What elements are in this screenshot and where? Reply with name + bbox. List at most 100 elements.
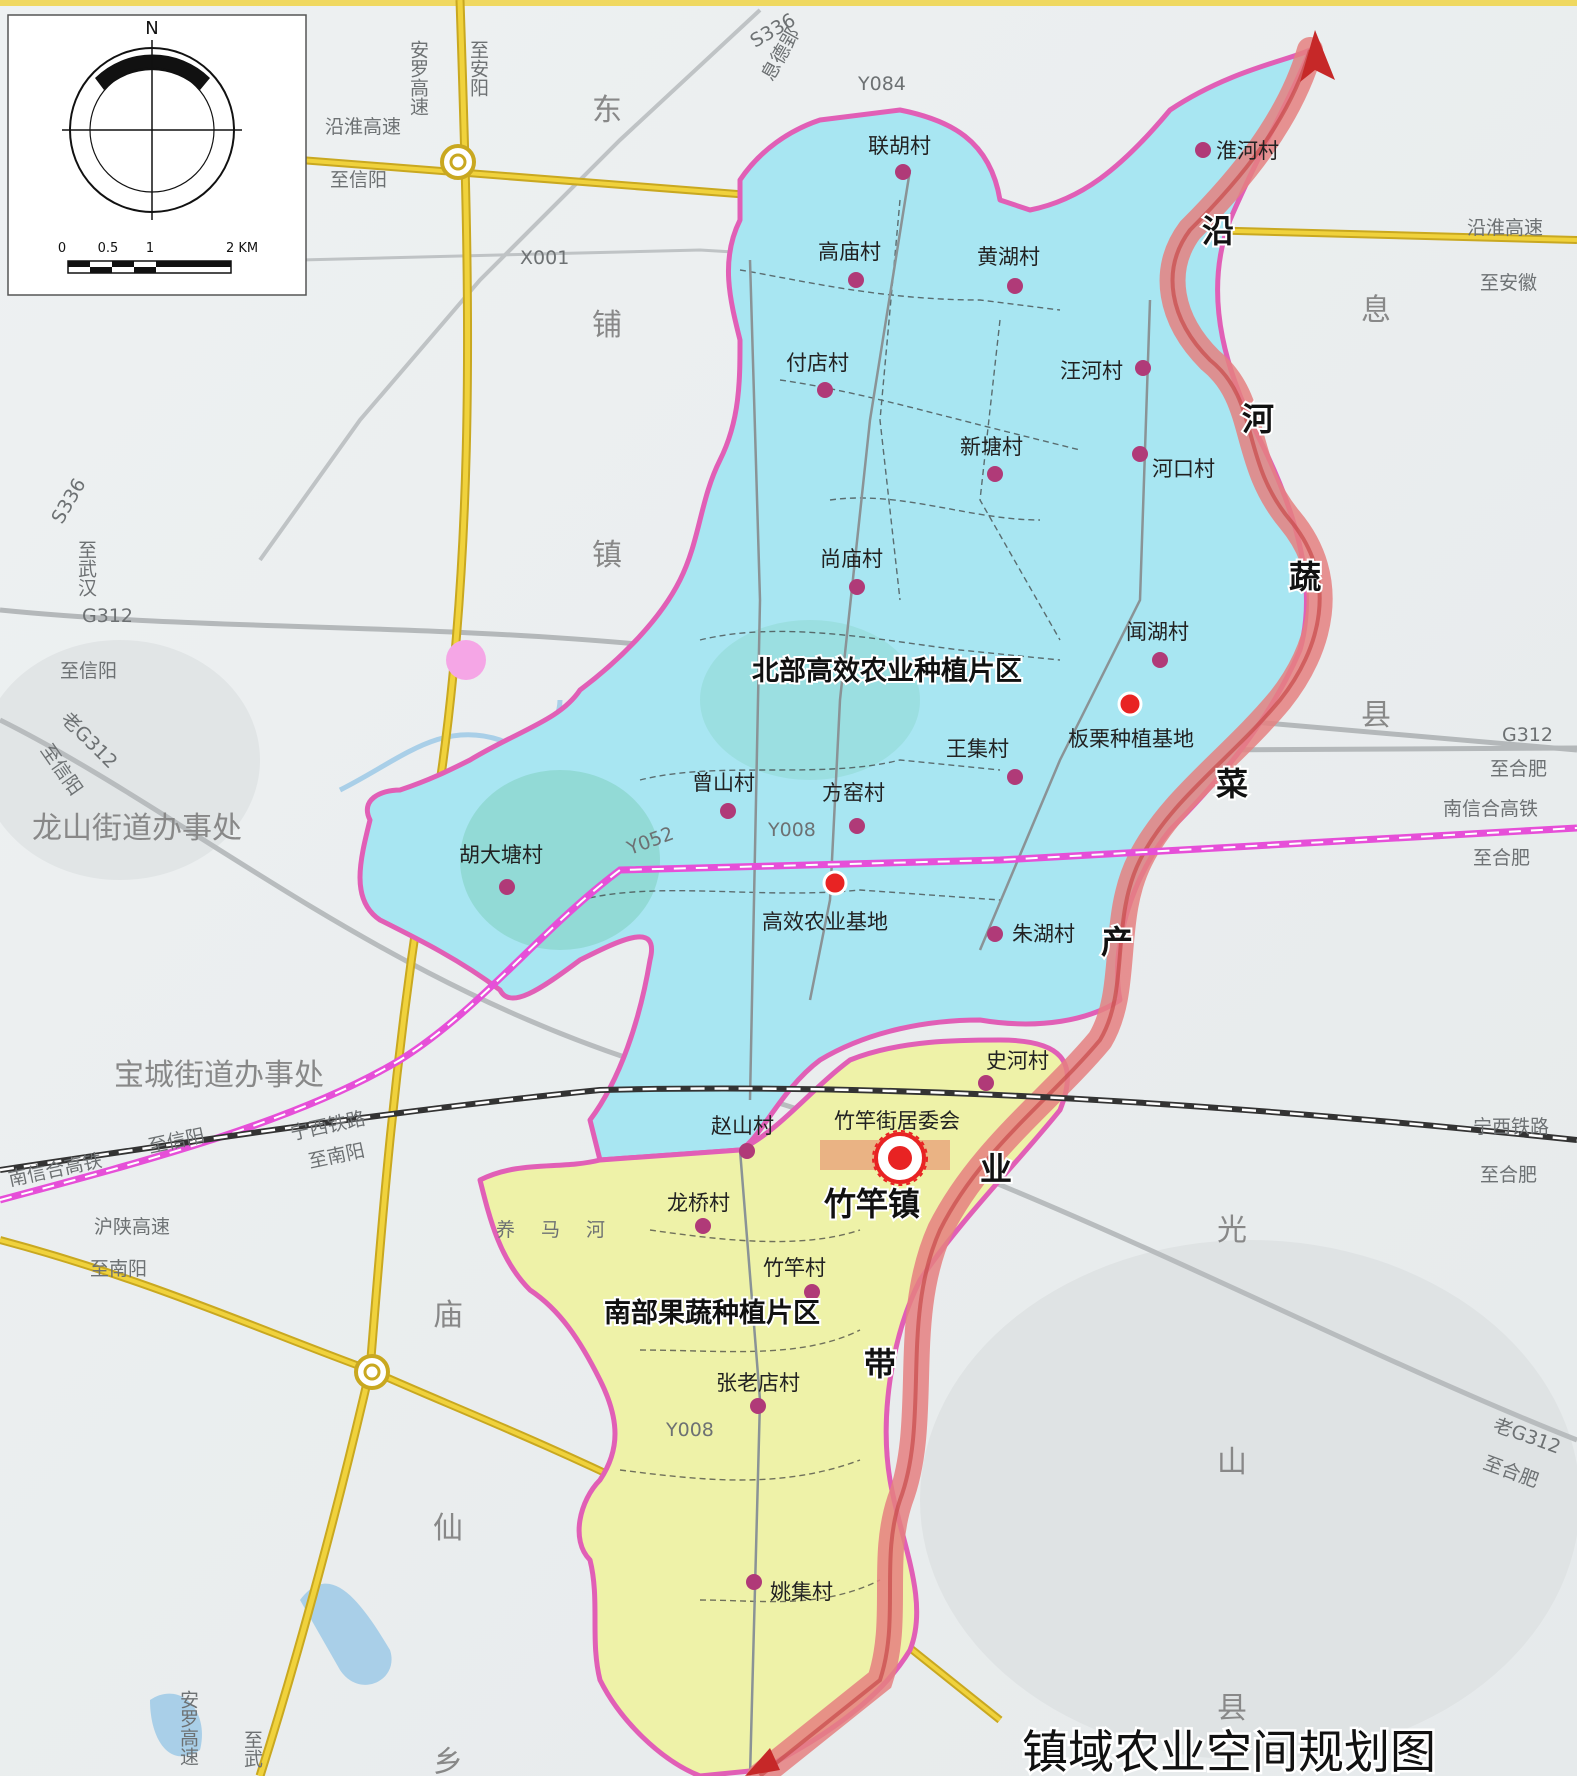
base-dot-banli[interactable] (1117, 691, 1143, 717)
village-dot[interactable] (849, 818, 865, 834)
village-dot[interactable] (1135, 360, 1151, 376)
village-label-fangyao: 方窑村 (822, 781, 885, 805)
town-center-ring (872, 1130, 928, 1186)
compass-inner-icon (89, 67, 215, 193)
village-label-hudatang: 胡大塘村 (459, 843, 543, 867)
road-label: 至合肥 (1480, 1164, 1537, 1186)
belt-arrow-south (745, 1748, 780, 1776)
belt-arrow-north (1300, 30, 1335, 82)
village-label-zhaoshan: 赵山村 (711, 1114, 774, 1138)
road-label: 至南阳 (90, 1258, 147, 1280)
neighbor-guangshan-char: 县 (1217, 1691, 1247, 1726)
belt-label-char: 带 (864, 1345, 896, 1383)
north-arrow: N (62, 18, 242, 220)
village-dot[interactable] (987, 926, 1003, 942)
station-icon (446, 640, 486, 680)
belt-label-char: 产 (1101, 923, 1133, 961)
village-label-huanghu: 黄湖村 (977, 245, 1040, 269)
rail-ningxi-dash (0, 1087, 1577, 1172)
scale-tick-label: 0 (58, 241, 66, 256)
village-dot[interactable] (750, 1398, 766, 1414)
village-dot[interactable] (499, 879, 515, 895)
village-label-zhanglaodian: 张老店村 (716, 1371, 800, 1395)
village-label-huaihe: 淮河村 (1216, 139, 1279, 163)
village-dot[interactable] (895, 164, 911, 180)
road-label-vertical: 至武 (241, 1730, 263, 1768)
village-dot[interactable] (695, 1218, 711, 1234)
road-label: 沪陕高速 (94, 1216, 170, 1238)
neighbor-dongpu-char: 镇 (592, 538, 622, 573)
interchange-icon (440, 144, 476, 180)
frame-top-dash (0, 0, 1577, 6)
village-label-xintang: 新塘村 (960, 435, 1023, 459)
village-dot[interactable] (739, 1143, 755, 1159)
village-label-shangmiao: 尚庙村 (820, 547, 883, 571)
base-label-banli: 板栗种植基地 (1068, 727, 1194, 751)
interchange-icon (363, 1363, 381, 1381)
village-dot[interactable] (804, 1284, 820, 1300)
neighbor-dongpu-char: 铺 (592, 308, 622, 343)
village-label-wenhu: 闻湖村 (1126, 620, 1189, 644)
lake (300, 1583, 392, 1685)
map-title: 镇域农业空间规划图 (1022, 1725, 1436, 1776)
interchange-icon (449, 153, 467, 171)
road-label-vertical: 安罗高速 (407, 40, 429, 116)
village-label-wangji: 王集村 (946, 737, 1009, 761)
village-dot[interactable] (1007, 278, 1023, 294)
road-g312-east (1199, 745, 1577, 753)
neighbor-xixian-char: 县 (1361, 698, 1391, 733)
road-label: Y008 (665, 1419, 714, 1441)
scale-tick-label: 1 (146, 241, 154, 256)
village-dot[interactable] (1007, 769, 1023, 785)
village-dots (499, 142, 1211, 1590)
neighbor-baocheng-label: 宝城街道办事处 (114, 1058, 324, 1093)
town-name-label: 竹竿镇 (824, 1185, 920, 1223)
village-label-longqiao: 龙桥村 (667, 1191, 730, 1215)
neighbor-guangshan-char: 山 (1217, 1445, 1247, 1480)
belt-label-char: 沿 (1202, 212, 1234, 250)
village-dot[interactable] (720, 803, 736, 819)
scale-tick-label: 0.5 (98, 241, 119, 256)
lake (150, 1693, 202, 1757)
terrain-green (460, 770, 660, 950)
road-label: 沿淮高速 (325, 116, 401, 138)
village-label-fudian: 付店村 (786, 351, 849, 375)
village-dot[interactable] (1132, 446, 1148, 462)
interchange-icon (354, 1354, 390, 1390)
village-label-lianhu: 联胡村 (868, 134, 931, 158)
belt-label-char: 业 (980, 1150, 1012, 1188)
village-label-yaoji: 姚集村 (770, 1580, 833, 1604)
base-label-gaoxiao: 高效农业基地 (762, 910, 888, 934)
compass-arc-icon (95, 54, 210, 90)
road-label: Y084 (857, 73, 906, 95)
village-dot[interactable] (987, 466, 1003, 482)
village-dot[interactable] (746, 1574, 762, 1590)
road-label: 至信阳 (330, 169, 387, 191)
road-label: G312 (82, 605, 133, 627)
neighbor-longshan-label: 龙山街道办事处 (32, 811, 242, 846)
village-label-zhugan: 竹竿村 (763, 1256, 826, 1280)
road-label: X001 (520, 247, 569, 269)
base-dot-gaoxiao[interactable] (822, 870, 848, 896)
road-s336 (258, 8, 762, 562)
village-label-gaomiao: 高庙村 (818, 240, 881, 264)
neighbor-miaoxian-char: 乡 (433, 1745, 463, 1776)
terrain-shade (0, 640, 260, 880)
village-label-wanghe: 汪河村 (1060, 359, 1123, 383)
village-dot[interactable] (1152, 652, 1168, 668)
village-dot[interactable] (848, 272, 864, 288)
terrain-green (700, 620, 920, 780)
village-dot[interactable] (978, 1075, 994, 1091)
terrain-shade (920, 1240, 1577, 1760)
scale-tick-label: 2 KM (226, 241, 258, 256)
road-label: 沿淮高速 (1467, 217, 1543, 239)
zone-label-south: 南部果蔬种植片区 (604, 1297, 820, 1329)
village-dot[interactable] (817, 382, 833, 398)
village-dot[interactable] (1195, 142, 1211, 158)
rail-nanxinhe-dash (0, 827, 1577, 1201)
road-label-vertical: 安罗高速 (177, 1690, 199, 1766)
neighbor-xixian-char: 息 (1361, 293, 1391, 328)
village-dot[interactable] (849, 579, 865, 595)
road-label: 至合肥 (1490, 758, 1547, 780)
